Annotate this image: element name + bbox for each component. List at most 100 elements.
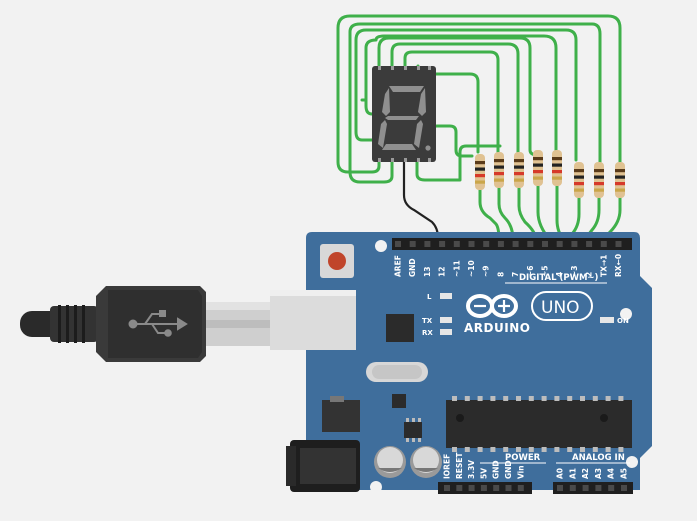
digital-pin-hole[interactable]: [527, 241, 534, 247]
green-wire[interactable]: [415, 144, 502, 182]
digital-pin-hole[interactable]: [512, 241, 519, 247]
mount-hole: [375, 240, 387, 252]
green-wire[interactable]: [336, 14, 622, 174]
resistor[interactable]: [574, 162, 584, 198]
digital-pin-hole[interactable]: [483, 241, 490, 247]
reset-button[interactable]: [320, 244, 354, 278]
green-wire[interactable]: [497, 186, 515, 242]
segment-dp: [425, 145, 431, 151]
analog-pin-hole[interactable]: [608, 485, 615, 491]
resistor[interactable]: [615, 162, 625, 198]
green-wire[interactable]: [416, 64, 480, 154]
mcu-leg: [452, 447, 457, 452]
green-wire[interactable]: [536, 184, 552, 242]
digital-pin-hole[interactable]: [600, 241, 607, 247]
power-pin-hole[interactable]: [480, 485, 487, 491]
analog-pin-hole[interactable]: [621, 485, 627, 491]
power-pin-hole[interactable]: [444, 485, 450, 491]
resistor[interactable]: [533, 150, 543, 186]
seven-segment-display[interactable]: [372, 66, 436, 162]
green-wire[interactable]: [354, 28, 578, 162]
mcu-leg: [541, 396, 547, 401]
power-header-label: POWER: [505, 453, 541, 463]
green-wire[interactable]: [403, 50, 500, 154]
green-wire[interactable]: [377, 36, 540, 157]
analog-pin-label: A0: [556, 468, 565, 479]
segment-b: [418, 88, 426, 116]
resistor[interactable]: [475, 154, 485, 190]
power-pin-label: GND: [492, 460, 501, 479]
digital-pin-hole[interactable]: [542, 241, 548, 247]
digital-pin-label: ~11: [452, 260, 461, 277]
green-wire[interactable]: [555, 184, 566, 242]
mcu-leg: [580, 447, 585, 452]
mcu-leg: [490, 396, 496, 401]
resistor[interactable]: [494, 152, 504, 188]
usb-icon: [128, 310, 188, 337]
mcu-leg: [554, 447, 560, 452]
led-tx: [440, 317, 452, 323]
mcu-leg: [567, 447, 573, 452]
digital-header-label: DIGITAL (PWM~): [519, 273, 599, 283]
usb-cable[interactable]: [20, 286, 270, 362]
mcu-leg: [503, 447, 509, 452]
digital-pin-hole[interactable]: [395, 241, 401, 247]
mount-hole: [370, 481, 382, 493]
power-jack[interactable]: [286, 440, 360, 492]
digital-pin-label: GND: [408, 258, 417, 277]
mcu-leg: [452, 396, 457, 401]
green-wires[interactable]: [336, 14, 622, 242]
green-wire[interactable]: [348, 22, 602, 184]
resistor[interactable]: [552, 150, 562, 186]
digital-pin-label: TX→1: [599, 255, 608, 277]
green-wire[interactable]: [364, 34, 558, 152]
power-pin-label: GND: [504, 460, 513, 479]
digital-pin-hole[interactable]: [556, 241, 563, 247]
power-pin-hole[interactable]: [517, 485, 524, 491]
resistor[interactable]: [594, 162, 604, 198]
analog-pin-label: A3: [594, 468, 603, 479]
mcu-leg: [528, 396, 534, 401]
digital-pin-label: ~10: [467, 260, 476, 277]
on-label: ON: [617, 317, 629, 325]
led-on: [600, 317, 614, 323]
regulator-chip: [322, 400, 360, 432]
segment-d: [382, 144, 416, 150]
segment-c: [414, 120, 423, 148]
power-pin-hole[interactable]: [505, 485, 512, 491]
usb-chip: [386, 314, 414, 342]
green-wire[interactable]: [390, 42, 520, 154]
gnd-wire[interactable]: [402, 160, 440, 239]
digital-pin-hole[interactable]: [409, 241, 416, 247]
digital-pin-hole[interactable]: [497, 241, 504, 247]
digital-pin-hole[interactable]: [586, 241, 593, 247]
mount-hole: [620, 308, 632, 320]
power-pin-hole[interactable]: [493, 485, 500, 491]
digital-pin-label: 13: [423, 267, 432, 277]
led-rx-label: RX: [422, 329, 433, 337]
power-pin-hole[interactable]: [468, 485, 475, 491]
capacitor-left: [374, 446, 406, 478]
digital-pin-hole[interactable]: [571, 241, 578, 247]
power-pin-hole[interactable]: [456, 485, 463, 491]
brand-text: ARDUINO: [464, 321, 530, 335]
analog-pin-hole[interactable]: [595, 485, 602, 491]
led-tx-label: TX: [422, 317, 433, 325]
display-pins-top: [378, 66, 431, 70]
resistor[interactable]: [514, 152, 524, 188]
segment-f: [382, 88, 390, 116]
digital-pin-hole[interactable]: [468, 241, 475, 247]
analog-pin-hole[interactable]: [557, 485, 563, 491]
digital-pin-hole[interactable]: [615, 241, 622, 247]
digital-pin-hole[interactable]: [439, 241, 446, 247]
digital-pin-label: 8: [496, 272, 505, 277]
digital-pin-hole[interactable]: [424, 241, 431, 247]
mcu-leg: [464, 396, 470, 401]
analog-pin-hole[interactable]: [582, 485, 589, 491]
analog-pin-hole[interactable]: [569, 485, 576, 491]
digital-pin-hole[interactable]: [453, 241, 460, 247]
